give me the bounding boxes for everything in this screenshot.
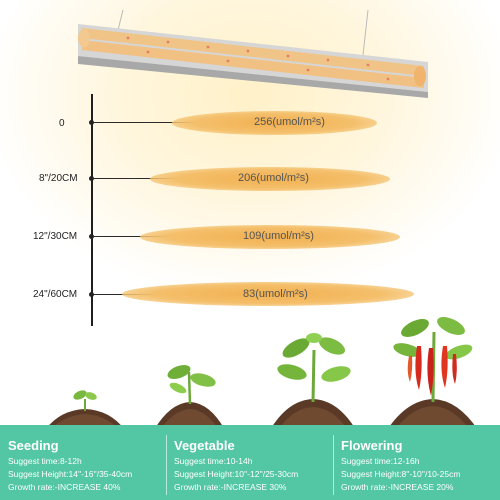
growth-stage-bar: Seeding Suggest time:8-12h Suggest Heigh… xyxy=(0,425,500,500)
light-beam xyxy=(140,225,400,249)
stage-time: Suggest time:12-16h xyxy=(341,456,420,466)
stage-panel-vegetable: Vegetable Suggest time:10-14h Suggest He… xyxy=(166,425,333,500)
stage-panel-seeding: Seeding Suggest time:8-12h Suggest Heigh… xyxy=(0,425,166,500)
young-plant-icon xyxy=(154,365,225,430)
distance-marker xyxy=(89,120,94,125)
distance-label: 0 xyxy=(59,118,65,129)
ppfd-value: 256(umol/m²s) xyxy=(254,116,325,128)
stage-panel-flowering: Flowering Suggest time:12-16h Suggest He… xyxy=(333,425,500,500)
stage-divider xyxy=(166,435,167,495)
light-beam xyxy=(150,167,390,191)
stage-time: Suggest time:8-12h xyxy=(8,456,82,466)
distance-leader-line xyxy=(93,122,248,123)
stage-growth: Growth rate:-INCREASE 40% xyxy=(8,482,121,492)
distance-label: 12"/30CM xyxy=(33,231,78,242)
distance-marker xyxy=(89,234,94,239)
stage-divider xyxy=(333,435,334,495)
ppfd-value: 83(umol/m²s) xyxy=(243,288,308,300)
stage-time: Suggest time:10-14h xyxy=(174,456,253,466)
seedling-plant-icon xyxy=(45,390,125,430)
distance-label: 8"/20CM xyxy=(39,173,78,184)
stage-height: Suggest Height:14''-16''/35-40cm xyxy=(8,469,133,479)
led-grow-light-fixture xyxy=(78,10,428,98)
vegetative-plant-icon xyxy=(270,333,356,430)
stage-height: Suggest Height:10''-12''/25-30cm xyxy=(174,469,299,479)
ppfd-value: 206(umol/m²s) xyxy=(238,172,309,184)
stage-height: Suggest Height:8''-10''/10-25cm xyxy=(341,469,461,479)
flowering-pepper-plant-icon xyxy=(387,317,478,430)
distance-marker xyxy=(89,176,94,181)
distance-scale-line xyxy=(91,94,93,326)
stage-title: Flowering xyxy=(341,438,403,453)
distance-label: 24"/60CM xyxy=(33,289,78,300)
distance-marker xyxy=(89,292,94,297)
ppfd-value: 109(umol/m²s) xyxy=(243,230,314,242)
stage-title: Vegetable xyxy=(174,438,235,453)
light-beam xyxy=(122,282,414,306)
stage-title: Seeding xyxy=(8,438,59,453)
stage-growth: Growth rate:-INCREASE 20% xyxy=(341,482,454,492)
stage-growth: Growth rate:-INCREASE 30% xyxy=(174,482,287,492)
light-beam xyxy=(172,111,377,135)
